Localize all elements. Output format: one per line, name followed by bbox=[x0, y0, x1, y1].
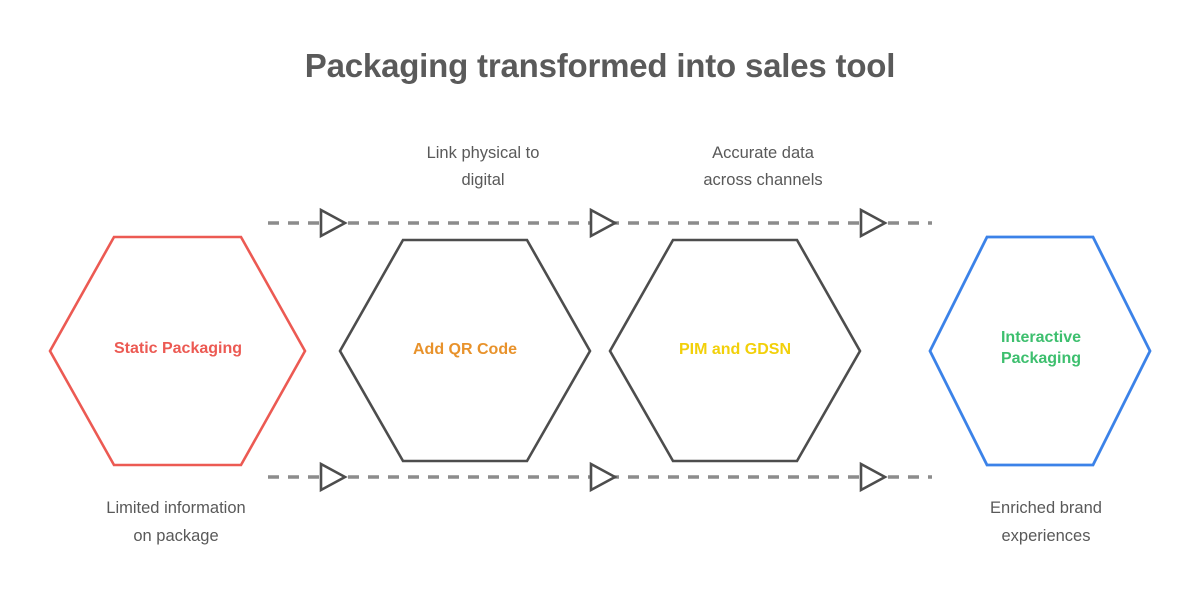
top-flow-arrowhead-2 bbox=[589, 207, 618, 239]
bottom-flow-line bbox=[268, 461, 932, 493]
top-flow-arrowhead-1 bbox=[319, 207, 348, 239]
bottom-flow-arrowhead-1 bbox=[319, 461, 348, 493]
bottom-flow-arrowhead-2 bbox=[589, 461, 618, 493]
hexagon-static-packaging[interactable] bbox=[48, 235, 307, 467]
page-title: Packaging transformed into sales tool bbox=[304, 47, 896, 84]
hexagon-add-qr-code[interactable] bbox=[338, 238, 592, 463]
bottom-flow-arrowhead-3 bbox=[859, 461, 888, 493]
hexagon-pim-and-gdsn[interactable] bbox=[608, 238, 862, 463]
hexagon-interactive-packaging[interactable] bbox=[928, 235, 1152, 467]
top-flow-line bbox=[268, 207, 932, 239]
top-flow-arrowhead-3 bbox=[859, 207, 888, 239]
